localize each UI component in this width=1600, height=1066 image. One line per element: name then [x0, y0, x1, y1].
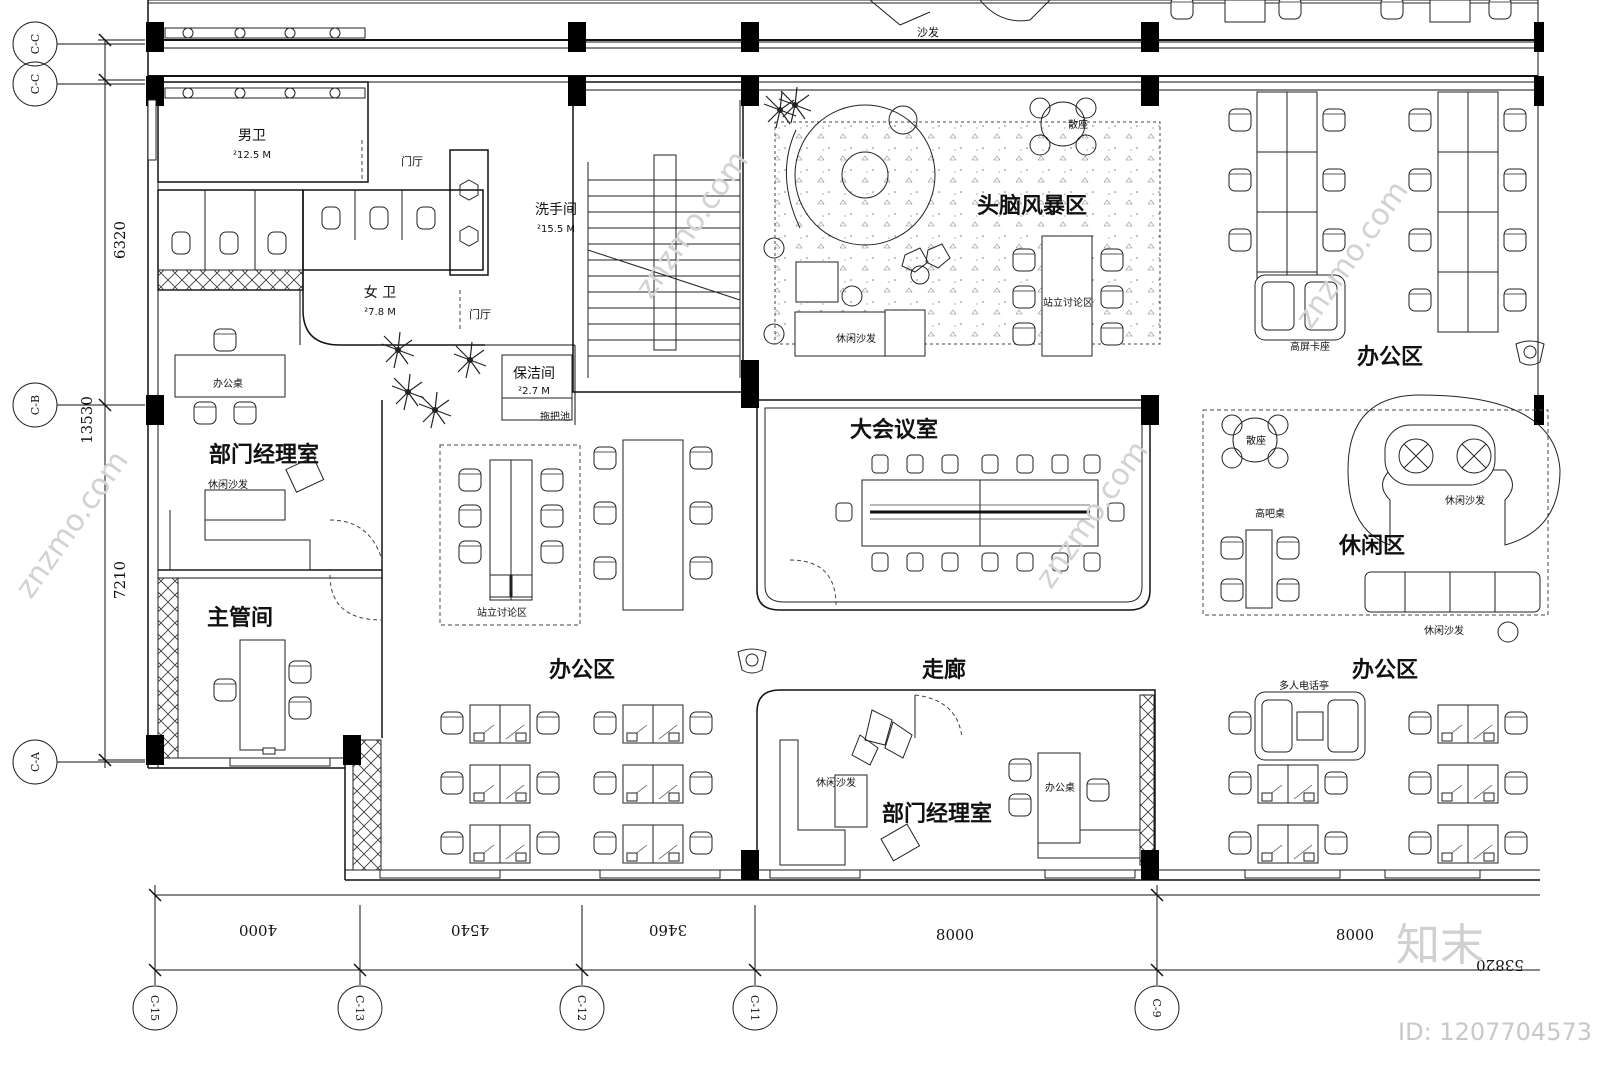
label-washroom-area: ²15.5 M [537, 224, 575, 235]
label-dept-manager-1: 部门经理室 [209, 442, 319, 468]
label-lounge-sofa-5: 休闲沙发 [816, 776, 856, 789]
people-figures [737, 340, 1545, 674]
label-lounge-sofa-1: 休闲沙发 [836, 332, 876, 345]
doors [329, 140, 963, 739]
dim-total: 53820 [1476, 956, 1524, 974]
label-brainstorm: 头脑风暴区 [977, 193, 1087, 219]
dim-bottom-3: 3460 [649, 921, 687, 939]
label-lounge-sofa-3: 休闲沙发 [1424, 624, 1464, 637]
label-supervisor: 主管间 [207, 605, 273, 631]
dimension-text: 6320 13530 7210 4000 4540 3460 8000 8000… [78, 221, 1524, 974]
dim-left-2: 13530 [78, 396, 96, 444]
label-mens-area: ²12.5 M [233, 150, 271, 161]
dim-left-3: 7210 [111, 561, 129, 599]
label-mens-toilet: 男卫 [238, 128, 266, 144]
walls [147, 0, 1540, 881]
axis-left-2: C-C [29, 74, 42, 95]
label-lounge-sofa-4: 休闲沙发 [208, 478, 248, 491]
label-washroom: 洗手间 [535, 202, 577, 218]
axis-left-3: C-B [29, 395, 42, 415]
label-dept-manager-2: 部门经理室 [882, 801, 992, 827]
label-janitor-area: ²2.7 M [518, 386, 550, 397]
axis-left-1: C-C [29, 34, 42, 55]
dim-left-1: 6320 [111, 221, 129, 259]
dim-bottom-2: 4540 [451, 921, 489, 939]
standing-discussion-zone [439, 444, 581, 626]
label-mop-sink: 拖把池 [540, 410, 570, 423]
label-office-area-3: 办公区 [1352, 658, 1418, 683]
label-phone-booth: 多人电话亭 [1279, 679, 1329, 692]
label-sofa-top: 沙发 [917, 25, 939, 39]
stair-treads [587, 100, 741, 378]
watermark-brand: 知末 [1396, 920, 1484, 971]
watermark-site-2: znzmo.com [629, 144, 756, 304]
dim-bottom-1: 4000 [239, 921, 277, 939]
axis-bottom-5: C-9 [1150, 998, 1163, 1017]
label-corridor: 走廊 [922, 657, 966, 683]
meeting-table [835, 454, 1125, 572]
label-office-area-2: 办公区 [549, 658, 615, 683]
dim-bottom-5: 8000 [1336, 926, 1374, 944]
axis-bottom-4: C-11 [748, 995, 761, 1021]
label-office-area-1: 办公区 [1357, 345, 1423, 370]
top-strip-furniture [869, 0, 1512, 26]
watermark-id: ID: 1207704573 [1398, 1018, 1592, 1046]
dept-manager-2-furniture [779, 709, 1141, 866]
brainstorm-zone [774, 97, 1161, 357]
windows [147, 99, 1481, 879]
columns [146, 22, 1544, 880]
office-top-right [1228, 91, 1527, 341]
label-janitor: 保洁间 [513, 366, 555, 382]
label-womens-toilet: 女 卫 [364, 284, 396, 301]
axis-bottom-2: C-13 [353, 995, 366, 1021]
axis-bottom-1: C-15 [148, 995, 161, 1021]
label-office-desk-2: 办公桌 [1045, 781, 1075, 794]
label-standing-discussion-2: 站立讨论区 [477, 606, 527, 619]
label-standing-discussion-1: 站立讨论区 [1043, 296, 1093, 309]
label-loose-seat-1: 散座 [1068, 118, 1088, 131]
label-leisure-area: 休闲区 [1338, 534, 1405, 559]
axis-markers: C-C C-C C-B C-A C-15 C-13 C-12 C-11 C-9 [12, 21, 1180, 1031]
label-high-bar: 高吧桌 [1255, 507, 1285, 520]
label-foyer: 门厅 [401, 154, 423, 168]
label-office-desk-1: 办公桌 [213, 377, 243, 390]
dim-bottom-4: 8000 [936, 926, 974, 944]
label-high-booth: 高屏卡座 [1290, 340, 1330, 353]
leisure-zone [1202, 394, 1561, 643]
office-workstations-center [441, 439, 1527, 863]
toilet-fixtures [164, 27, 573, 421]
label-foyer-2: 门厅 [469, 307, 491, 321]
label-meeting-room: 大会议室 [850, 417, 938, 443]
axis-left-4: C-A [29, 751, 42, 772]
axis-bottom-3: C-12 [575, 995, 588, 1021]
label-womens-area: ²7.8 M [364, 307, 396, 318]
label-lounge-sofa-2: 休闲沙发 [1445, 494, 1485, 507]
label-loose-seat-2: 散座 [1246, 434, 1266, 447]
room-labels: 男卫 ²12.5 M 女 卫 ²7.8 M 门厅 门厅 洗手间 ²15.5 M … [207, 25, 1485, 827]
left-offices-furniture [169, 328, 325, 755]
